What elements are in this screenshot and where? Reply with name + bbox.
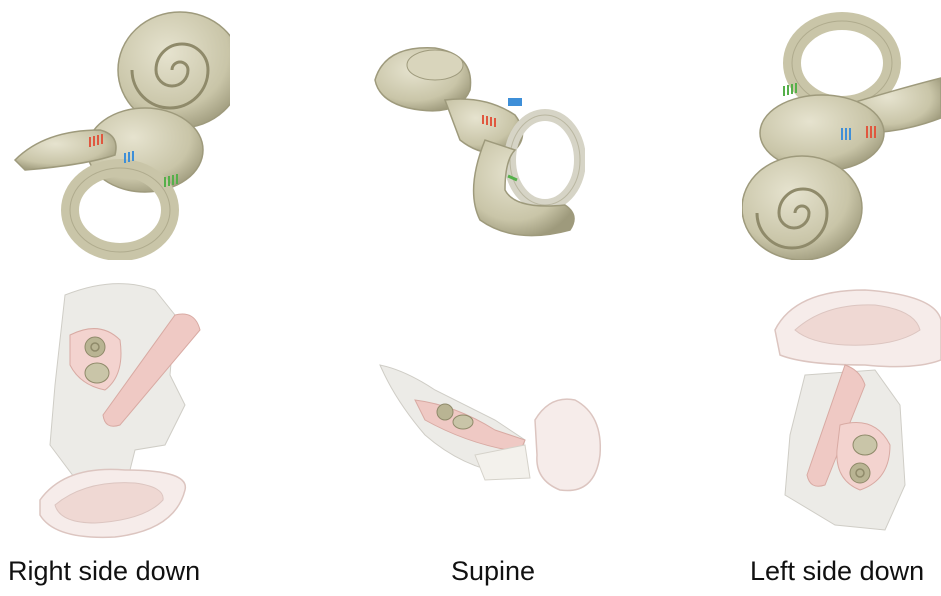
- inner-ear-labyrinth-icon: [365, 40, 585, 250]
- ear-section-supine: [375, 360, 610, 500]
- caption-right-side-down: Right side down: [8, 556, 200, 587]
- ear-cross-section-icon: [375, 360, 610, 500]
- ear-section-left-side-down: [765, 285, 941, 545]
- ear-section-right-side-down: [25, 275, 225, 545]
- inner-ear-labyrinth-icon: [5, 5, 230, 260]
- labyrinth-supine: [365, 40, 585, 250]
- blue-marker: [508, 98, 522, 106]
- ear-cross-section-icon: [25, 275, 225, 545]
- labyrinth-left-side-down: [742, 8, 941, 260]
- labyrinth-right-side-down: [5, 5, 230, 260]
- caption-supine: Supine: [451, 556, 535, 587]
- inner-ear-labyrinth-icon: [742, 8, 941, 260]
- caption-left-side-down: Left side down: [750, 556, 924, 587]
- ear-cross-section-icon: [765, 285, 941, 545]
